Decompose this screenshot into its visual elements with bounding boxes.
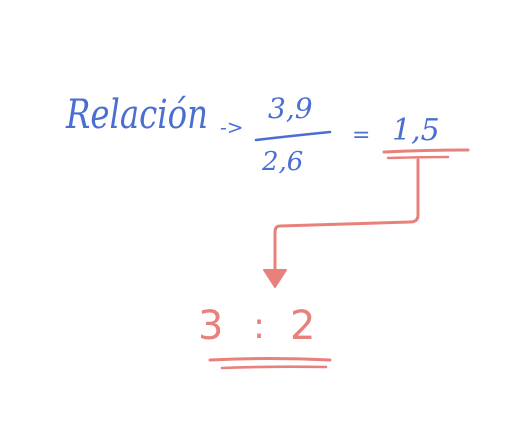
ratio-separator: : — [253, 306, 265, 347]
arrow-symbol: -> — [220, 115, 244, 139]
ratio-right: 2 — [290, 303, 315, 349]
equals-sign: = — [352, 123, 370, 148]
result-underline-bottom — [386, 155, 450, 160]
ratio-left: 3 — [198, 303, 223, 349]
fraction-numerator: 3,9 — [268, 92, 313, 125]
ratio-underline-bottom — [220, 365, 328, 370]
result-underline-top — [382, 148, 470, 154]
fraction-bar — [254, 130, 332, 142]
fraction-denominator: 2,6 — [261, 147, 303, 177]
ratio-underline-top — [208, 357, 332, 362]
connector-line — [273, 158, 420, 274]
relation-label: Relación — [65, 92, 208, 138]
connector-arrowhead-icon — [263, 269, 287, 288]
result-value: 1,5 — [392, 113, 440, 148]
